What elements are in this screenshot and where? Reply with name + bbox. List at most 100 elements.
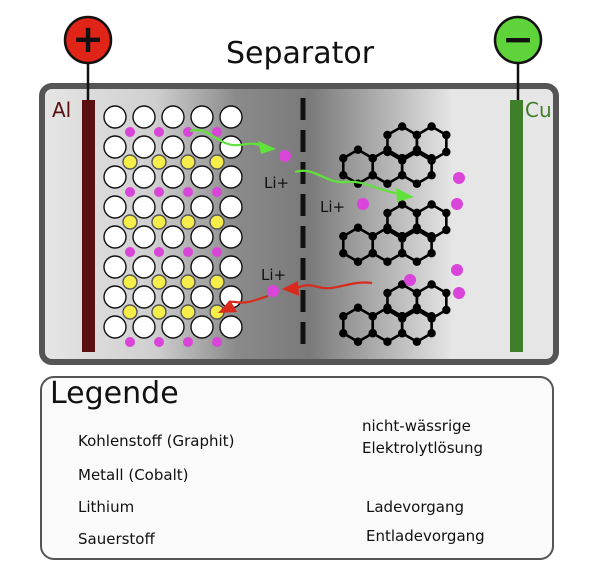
oxygen-atom [103,225,127,249]
carbon-atom [383,337,392,346]
oxygen-atom [161,315,185,339]
carbon-atom [397,249,407,258]
carbon-atom [339,312,348,321]
carbon-atom [397,280,407,289]
lithium-ion [279,150,291,162]
legend-lithium-label: Lithium [78,498,135,516]
cobalt-atom [209,274,225,290]
carbon-atom [353,223,363,232]
cobalt-atom [151,304,167,320]
carbon-atom [427,200,436,209]
carbon-atom [412,147,422,157]
carbon-atom [368,171,377,180]
carbon-atom [412,208,422,218]
carbon-atom [339,154,348,163]
oxygen-atom [190,285,214,309]
lithium-ion [453,172,465,184]
carbon-atom [427,122,436,131]
lithium-atom [183,127,193,137]
carbon-atom [397,232,407,241]
carbon-atom [353,337,363,346]
carbon-atom [442,147,451,157]
graphite-anode [339,122,451,346]
legend-electrolyte-label-1: nicht-wässrige [362,417,471,435]
carbon-atom [397,122,407,131]
oxygen-atom [190,135,214,159]
oxygen-atom [161,255,185,279]
carbon-atom [339,249,348,258]
negative-terminal [493,15,543,65]
oxygen-atom [219,195,243,219]
oxygen-atom [219,225,243,249]
positive-terminal [63,15,113,65]
oxygen-atom [190,105,214,129]
lithium-ions [267,150,465,299]
lithium-atom [212,247,222,257]
carbon-atom [339,171,348,180]
carbon-atom [383,208,392,218]
separator-title: Separator [225,36,375,71]
carbon-atom [353,303,363,312]
carbon-atom [368,329,377,338]
lithium-atom [212,127,222,137]
carbon-atom [427,314,436,323]
legend-charge-label: Ladevorgang [366,498,464,516]
oxygen-atom [103,255,127,279]
carbon-atom [383,179,392,188]
oxygen-atom [132,255,156,279]
oxygen-atom [190,225,214,249]
positive-symbol: + [72,17,104,61]
carbon-atom [412,179,422,188]
carbon-atom [383,305,392,315]
ion-label: Li+ [264,174,289,192]
carbon-atom [397,329,407,338]
lithium-atom [125,247,135,257]
carbon-atom [442,208,451,218]
carbon-atom [412,257,422,266]
carbon-atom [397,200,407,209]
ion-label: Li+ [320,198,345,216]
legend-electrolyte-label-2: Elektrolytlösung [362,439,484,457]
carbon-atom [427,171,436,180]
oxygen-atom [190,165,214,189]
legend-title: Legende [50,376,179,411]
carbon-atom [339,232,348,241]
cobalt-atom [209,214,225,230]
cathode-plate [82,100,95,352]
carbon-atom [412,288,422,298]
carbon-atom [368,154,377,163]
ion-label: Li+ [261,266,286,284]
oxygen-atom [161,105,185,129]
cobalt-atom [180,154,196,170]
lithium-atom [154,247,164,257]
carbon-atom [442,288,451,298]
anode-plate [510,100,523,352]
carbon-atom [383,130,392,140]
carbon-atom [368,232,377,241]
carbon-atom [383,225,392,235]
carbon-atom [427,249,436,258]
carbon-atom [353,145,363,154]
oxygen-atom [103,315,127,339]
cobalt-atom [180,304,196,320]
carbon-atom [383,257,392,266]
cobalt-atom [151,214,167,230]
oxygen-atom [132,105,156,129]
carbon-atom [397,154,407,163]
cathode-lattice [103,105,243,347]
carbon-atom [442,130,451,140]
lithium-atom [212,337,222,347]
carbon-atom [353,257,363,266]
carbon-atom [383,147,392,157]
cobalt-atom [180,214,196,230]
charge-arrow-head [396,188,414,202]
discharge-arrow-head [218,300,237,313]
legend-carbon-label: Kohlenstoff (Graphit) [78,432,235,450]
lithium-atom [183,247,193,257]
lithium-ion [453,287,465,299]
oxygen-atom [132,285,156,309]
lithium-ion [267,285,279,297]
cobalt-atom [180,274,196,290]
oxygen-atom [219,255,243,279]
carbon-atom [368,249,377,258]
